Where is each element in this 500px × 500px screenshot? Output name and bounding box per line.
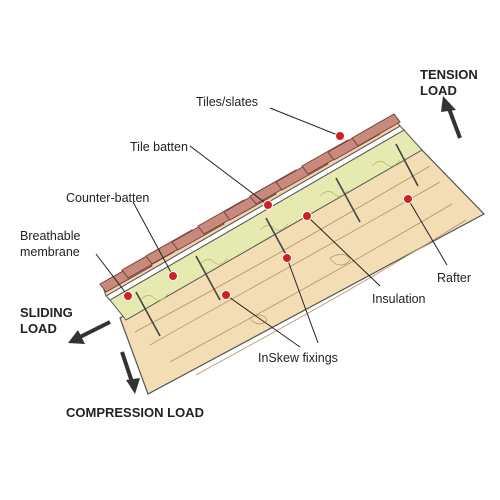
tiles <box>99 113 401 293</box>
sliding-arrow-icon <box>68 320 111 344</box>
fixing-5 <box>395 143 419 187</box>
leader-counter-batten <box>132 201 174 277</box>
insulation-texture <box>139 159 401 301</box>
marker-insulation <box>302 211 312 221</box>
label-rafter: Rafter <box>437 271 471 285</box>
label-breathable-line2: membrane <box>20 245 80 259</box>
fixing-2 <box>195 255 221 301</box>
label-counter-batten: Counter-batten <box>66 191 149 205</box>
rafter-grain-knots <box>249 254 351 325</box>
tile-11 <box>351 113 401 147</box>
tension-arrow-icon <box>441 96 462 139</box>
label-breathable-line1: Breathable <box>20 229 81 243</box>
rafter-grain <box>134 165 467 376</box>
tension-load-line1: TENSION <box>420 67 478 82</box>
marker-breathable-membrane <box>123 291 133 301</box>
leader-inskew-2 <box>286 257 319 344</box>
tension-load-line2: LOAD <box>420 83 457 98</box>
markers <box>123 131 413 301</box>
compression-load: COMPRESSION LOAD <box>66 405 204 420</box>
marker-tile-batten <box>263 200 273 210</box>
marker-tiles <box>335 131 345 141</box>
fixing-4 <box>335 177 361 223</box>
marker-inskew-2 <box>282 253 292 263</box>
marker-rafter <box>403 194 413 204</box>
label-tile-batten: Tile batten <box>130 140 188 154</box>
leader-inskew-1 <box>225 294 301 348</box>
label-tiles: Tiles/slates <box>196 95 258 109</box>
label-insulation: Insulation <box>372 292 426 306</box>
leader-lines <box>95 107 448 348</box>
sliding-load-line2: LOAD <box>20 321 57 336</box>
leader-breathable-membrane <box>95 253 129 297</box>
compression-arrow-icon <box>120 351 140 394</box>
label-inskew-fixings: InSkew fixings <box>258 351 338 365</box>
fixing-1 <box>135 291 161 337</box>
leader-tile-batten <box>189 145 269 206</box>
marker-inskew-1 <box>221 290 231 300</box>
leader-tiles <box>269 107 341 137</box>
sliding-load-line1: SLIDING <box>20 305 73 320</box>
leader-insulation <box>306 215 381 287</box>
leader-rafter <box>407 198 448 266</box>
marker-counter-batten <box>168 271 178 281</box>
load-arrows <box>68 96 462 394</box>
